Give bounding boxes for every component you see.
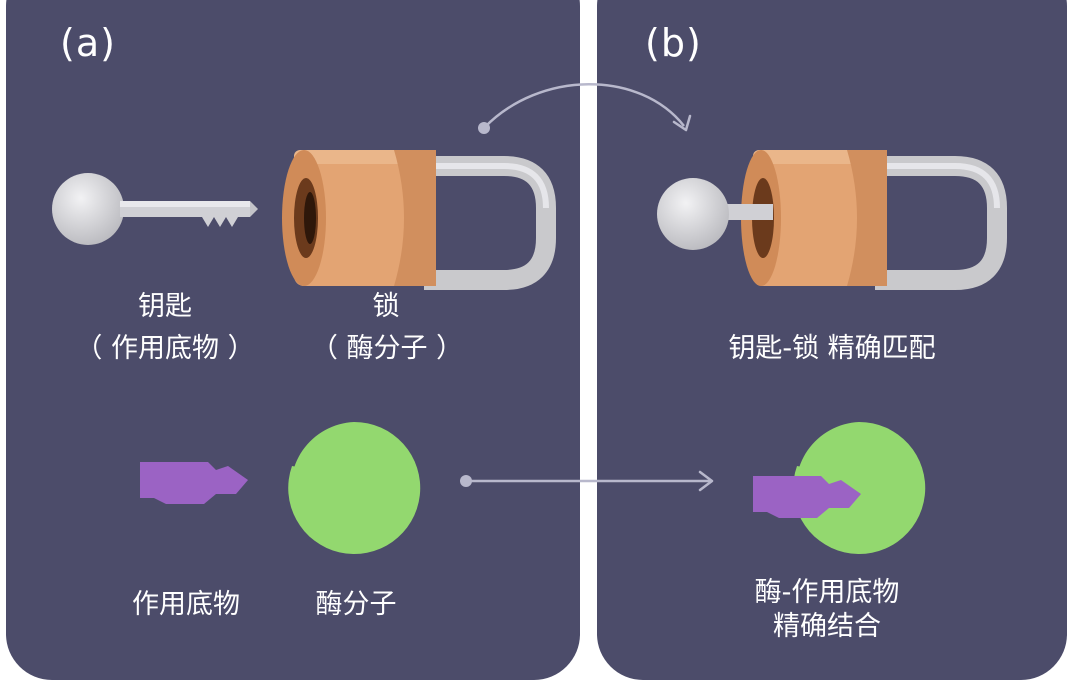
curved-arrow bbox=[478, 83, 692, 134]
lock-label: 锁 bbox=[372, 291, 400, 322]
substrate-label: 作用底物 bbox=[132, 589, 240, 620]
key-sublabel: （ 作用底物 ） bbox=[75, 333, 255, 364]
key-label: 钥匙 bbox=[138, 291, 192, 322]
substrate-shape bbox=[140, 462, 248, 504]
enzyme-substrate-caption-line2: 精确结合 bbox=[773, 611, 881, 642]
key-lock-caption: 钥匙-锁 精确匹配 bbox=[728, 333, 936, 364]
padlock-icon bbox=[282, 150, 556, 290]
panel-a: (a) 钥匙 （ 作用底物 ） 锁 （ 酶分子 ） 作用底物 bbox=[6, 0, 580, 680]
panel-b-label: (b) bbox=[645, 21, 702, 65]
panel-b: (b) 钥匙-锁 精确匹配 酶-作用底物 精确结合 bbox=[597, 0, 1067, 680]
enzyme-label: 酶分子 bbox=[315, 589, 397, 620]
key-icon bbox=[52, 173, 258, 245]
straight-arrow bbox=[460, 470, 714, 492]
enzyme-shape bbox=[288, 421, 421, 554]
enzyme-substrate-complex bbox=[753, 421, 926, 554]
key-in-lock-icon bbox=[657, 150, 1007, 290]
panel-a-label: (a) bbox=[60, 21, 116, 65]
enzyme-substrate-caption-line1: 酶-作用底物 bbox=[754, 577, 900, 608]
connecting-arrows bbox=[460, 83, 714, 492]
lock-sublabel: （ 酶分子 ） bbox=[310, 333, 464, 364]
